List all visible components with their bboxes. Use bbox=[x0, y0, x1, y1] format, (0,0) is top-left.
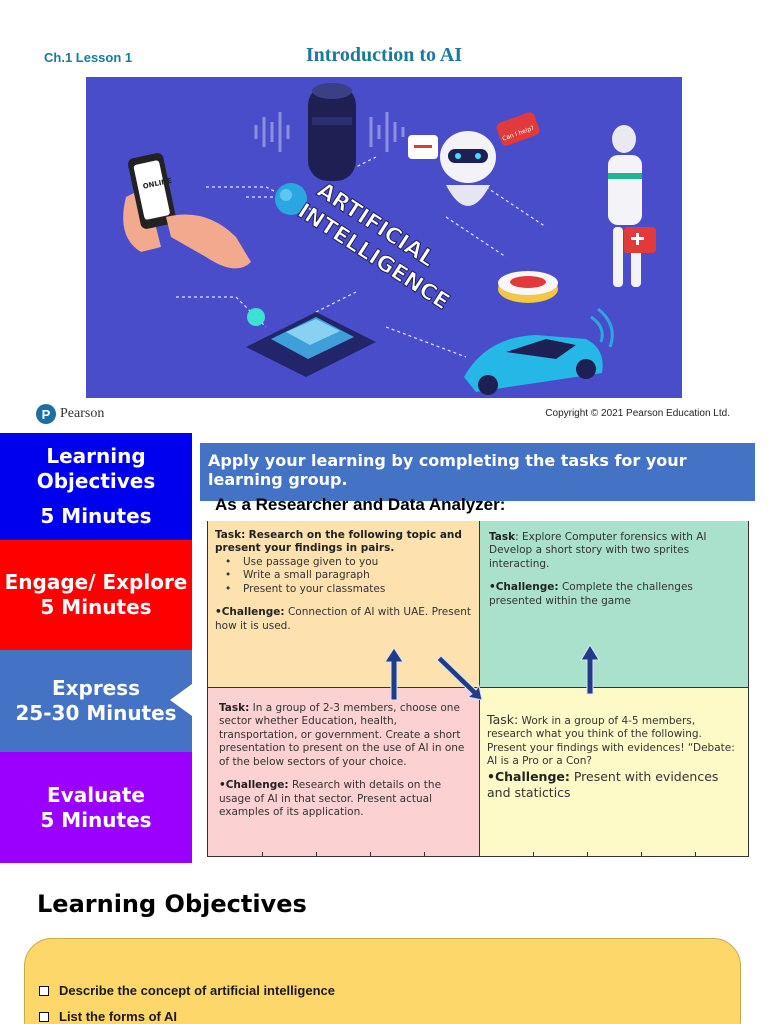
apply-learning-banner: Apply your learning by completing the ta… bbox=[200, 443, 755, 501]
pearson-mark-icon: P bbox=[36, 404, 56, 424]
stage-name: Engage/ Explore bbox=[4, 570, 188, 594]
grid-line bbox=[207, 856, 749, 857]
ai-illustration: ONLINE ARTIFICIAL INTELLIGENCE Can I hel… bbox=[86, 77, 682, 398]
challenge-text: Research with details on the usage of AI… bbox=[219, 779, 442, 819]
arrow-up-icon bbox=[580, 644, 600, 695]
task-card-top-left: Task: Research on the following topic an… bbox=[207, 521, 479, 687]
axis-tick bbox=[641, 852, 642, 857]
objective-text: List the forms of AI bbox=[59, 1009, 177, 1024]
task-text: Research on the following topic and pres… bbox=[215, 529, 462, 555]
task-card-bottom-left: Task: In a group of 2-3 members, choose … bbox=[207, 687, 479, 857]
task-bullet: Use passage given to you bbox=[243, 556, 471, 569]
task-card-bottom-right: Task: Work in a group of 4-5 members, re… bbox=[479, 687, 749, 857]
axis-tick bbox=[533, 852, 534, 857]
checkbox-icon bbox=[39, 985, 49, 996]
grid-line bbox=[748, 521, 749, 857]
challenge-text: Complete the challenges presented within… bbox=[489, 581, 693, 607]
axis-tick bbox=[424, 852, 425, 857]
axis-tick bbox=[587, 852, 588, 857]
axis-tick bbox=[370, 852, 371, 857]
stage-name: Express bbox=[51, 676, 141, 700]
challenge-label: •Challenge: bbox=[487, 768, 570, 784]
role-heading: As a Researcher and Data Analyzer: bbox=[215, 495, 506, 514]
stage-time: 25-30 Minutes bbox=[15, 701, 177, 725]
axis-tick bbox=[695, 852, 696, 857]
task-bullet-list: Use passage given to you Write a small p… bbox=[215, 556, 471, 596]
task-label: Task bbox=[489, 531, 516, 543]
task-text: Work in a group of 4-5 members, research… bbox=[487, 715, 735, 768]
arrow-down-right-icon bbox=[436, 655, 483, 701]
objective-item: Describe the concept of artificial intel… bbox=[39, 983, 726, 998]
ai-illustration-graphic: ONLINE ARTIFICIAL INTELLIGENCE Can I hel… bbox=[123, 83, 656, 395]
challenge-label: •Challenge: bbox=[489, 581, 559, 594]
challenge-text: Connection of AI with UAE. Present how i… bbox=[215, 606, 471, 632]
challenge-text: Present with evidences and statictics bbox=[487, 768, 719, 800]
stage-name: Evaluate bbox=[47, 782, 145, 807]
task-bullet: Write a small paragraph bbox=[243, 569, 471, 582]
objective-text: Describe the concept of artificial intel… bbox=[59, 983, 335, 998]
task-text: In a group of 2-3 members, choose one se… bbox=[219, 702, 465, 768]
task-card-top-right: Task: Explore Computer forensics with AI… bbox=[479, 521, 749, 687]
arrow-up-icon bbox=[384, 647, 404, 701]
learning-objectives-heading: Learning Objectives bbox=[37, 890, 307, 918]
axis-tick bbox=[316, 852, 317, 857]
stage-engage-explore: Engage/ Explore 5 Minutes bbox=[0, 540, 192, 650]
stage-learning-objectives: Learning Objectives 5 Minutes bbox=[0, 433, 192, 540]
copyright-notice: Copyright © 2021 Pearson Education Ltd. bbox=[545, 408, 730, 419]
objective-item: List the forms of AI bbox=[39, 1009, 726, 1024]
task-label: Task: bbox=[219, 702, 250, 714]
learning-objectives-box: Describe the concept of artificial intel… bbox=[24, 938, 741, 1024]
stage-time: 5 Minutes bbox=[40, 595, 152, 619]
page-title: Introduction to AI bbox=[305, 44, 463, 66]
stage-express: Express 25-30 Minutes bbox=[0, 650, 192, 752]
pearson-wordmark: Pearson bbox=[60, 406, 105, 421]
challenge-label: •Challenge: bbox=[215, 606, 285, 619]
pearson-logo: P Pearson bbox=[36, 404, 104, 424]
challenge-label: •Challenge: bbox=[219, 779, 289, 792]
task-label: Task: bbox=[487, 712, 519, 727]
stage-name: Learning Objectives bbox=[36, 444, 156, 493]
task-text: : Explore Computer forensics with AI Dev… bbox=[489, 531, 707, 570]
stage-time: 5 Minutes bbox=[40, 807, 152, 832]
task-bullet: Present to your classmates bbox=[243, 583, 471, 596]
stage-time: 5 Minutes bbox=[40, 504, 152, 528]
axis-tick bbox=[262, 852, 263, 857]
lesson-label: Ch.1 Lesson 1 bbox=[44, 50, 133, 65]
task-label: Task: bbox=[215, 529, 246, 541]
current-stage-pointer-icon bbox=[170, 684, 192, 716]
checkbox-icon bbox=[39, 1011, 49, 1022]
stage-evaluate: Evaluate 5 Minutes bbox=[0, 752, 192, 863]
grid-line bbox=[207, 521, 208, 857]
